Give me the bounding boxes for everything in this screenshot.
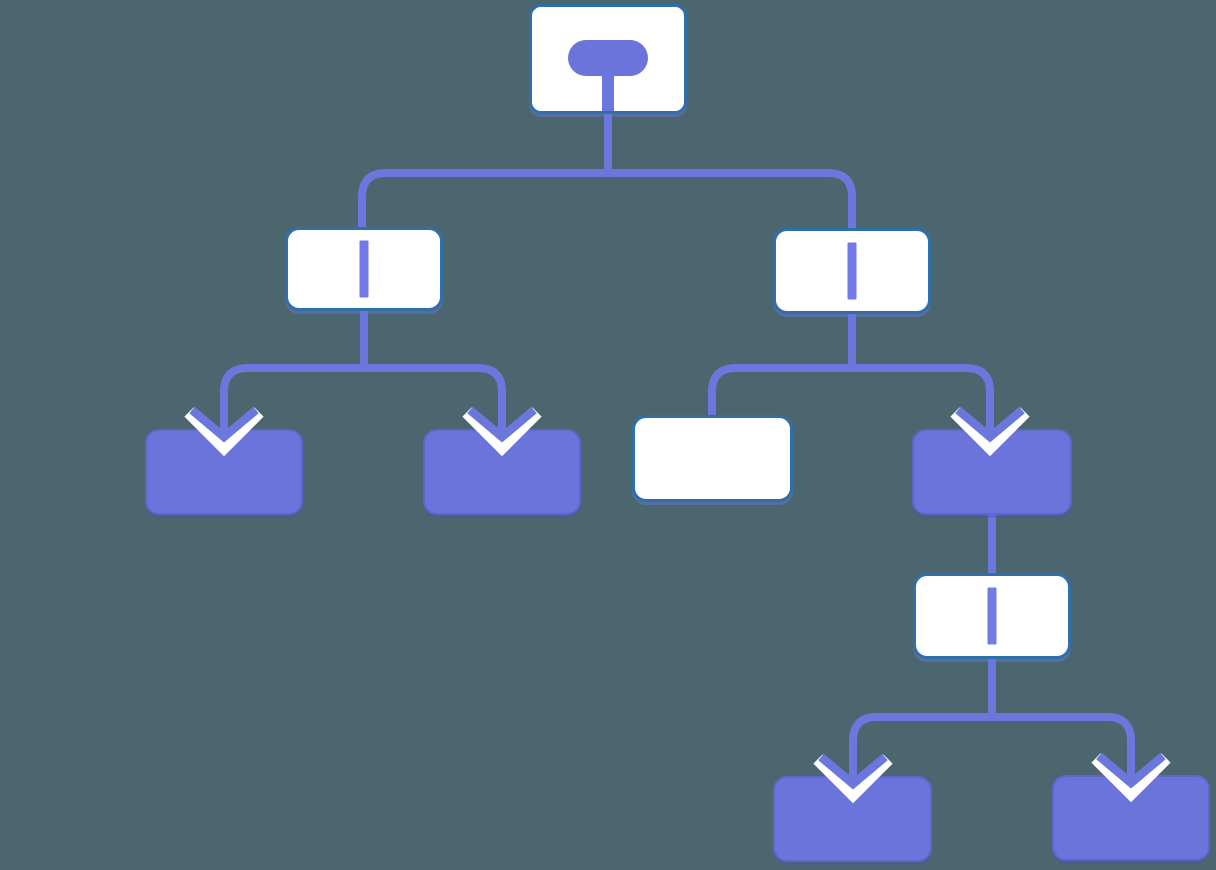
vertical-bar-icon — [987, 587, 997, 645]
branch-node-bottom[interactable] — [913, 573, 1071, 659]
vertical-bar-icon — [359, 240, 369, 298]
vertical-bar-icon — [847, 242, 857, 300]
leaf-node-4[interactable] — [773, 776, 932, 862]
plain-white-node[interactable] — [632, 415, 793, 502]
root-pill-icon — [568, 40, 648, 111]
leaf-node-3[interactable] — [912, 429, 1072, 515]
branch-node-left[interactable] — [285, 227, 443, 311]
root-node[interactable] — [529, 4, 687, 114]
branch-node-right[interactable] — [773, 228, 931, 314]
leaf-node-5[interactable] — [1052, 775, 1210, 861]
leaf-node-2[interactable] — [423, 429, 581, 515]
leaf-node-1[interactable] — [145, 429, 303, 515]
